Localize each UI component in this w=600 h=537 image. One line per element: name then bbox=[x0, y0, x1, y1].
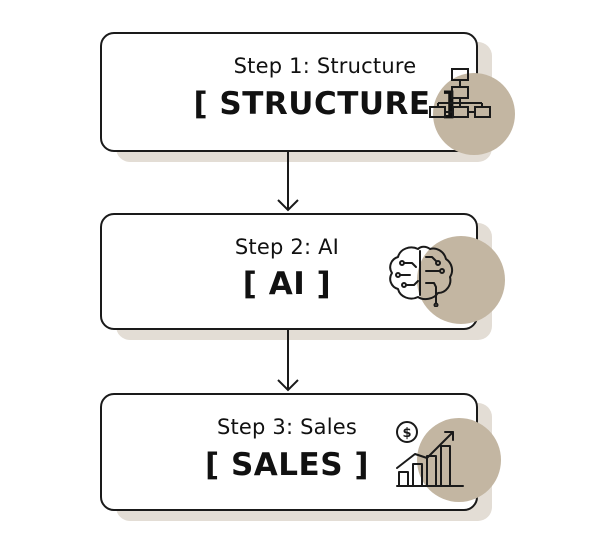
step-title: [ SALES ] bbox=[205, 447, 369, 483]
growth-chart-icon: $ bbox=[396, 421, 464, 487]
step-title: [ STRUCTURE ] bbox=[193, 86, 457, 122]
accent-circle bbox=[417, 418, 501, 502]
step-card-ai: Step 2: AI [ AI ] bbox=[100, 213, 505, 340]
step-label: Step 3: Sales bbox=[216, 415, 358, 439]
svg-text:$: $ bbox=[402, 426, 411, 441]
step-title: [ AI ] bbox=[242, 266, 332, 302]
card-box bbox=[100, 32, 478, 152]
brain-circuit-icon bbox=[389, 245, 454, 307]
step-card-structure: Step 1: Structure [ STRUCTURE ] bbox=[100, 32, 515, 162]
step-label: Step 2: AI bbox=[234, 235, 340, 259]
step-label: Step 1: Structure bbox=[233, 54, 417, 78]
flow-arrow-down bbox=[277, 150, 299, 212]
accent-circle bbox=[417, 236, 505, 324]
hierarchy-icon bbox=[429, 68, 491, 118]
card-box bbox=[100, 213, 478, 330]
card-box bbox=[100, 393, 478, 511]
step-card-sales: Step 3: Sales [ SALES ] $ bbox=[100, 393, 501, 521]
flow-arrow-down bbox=[277, 330, 299, 392]
